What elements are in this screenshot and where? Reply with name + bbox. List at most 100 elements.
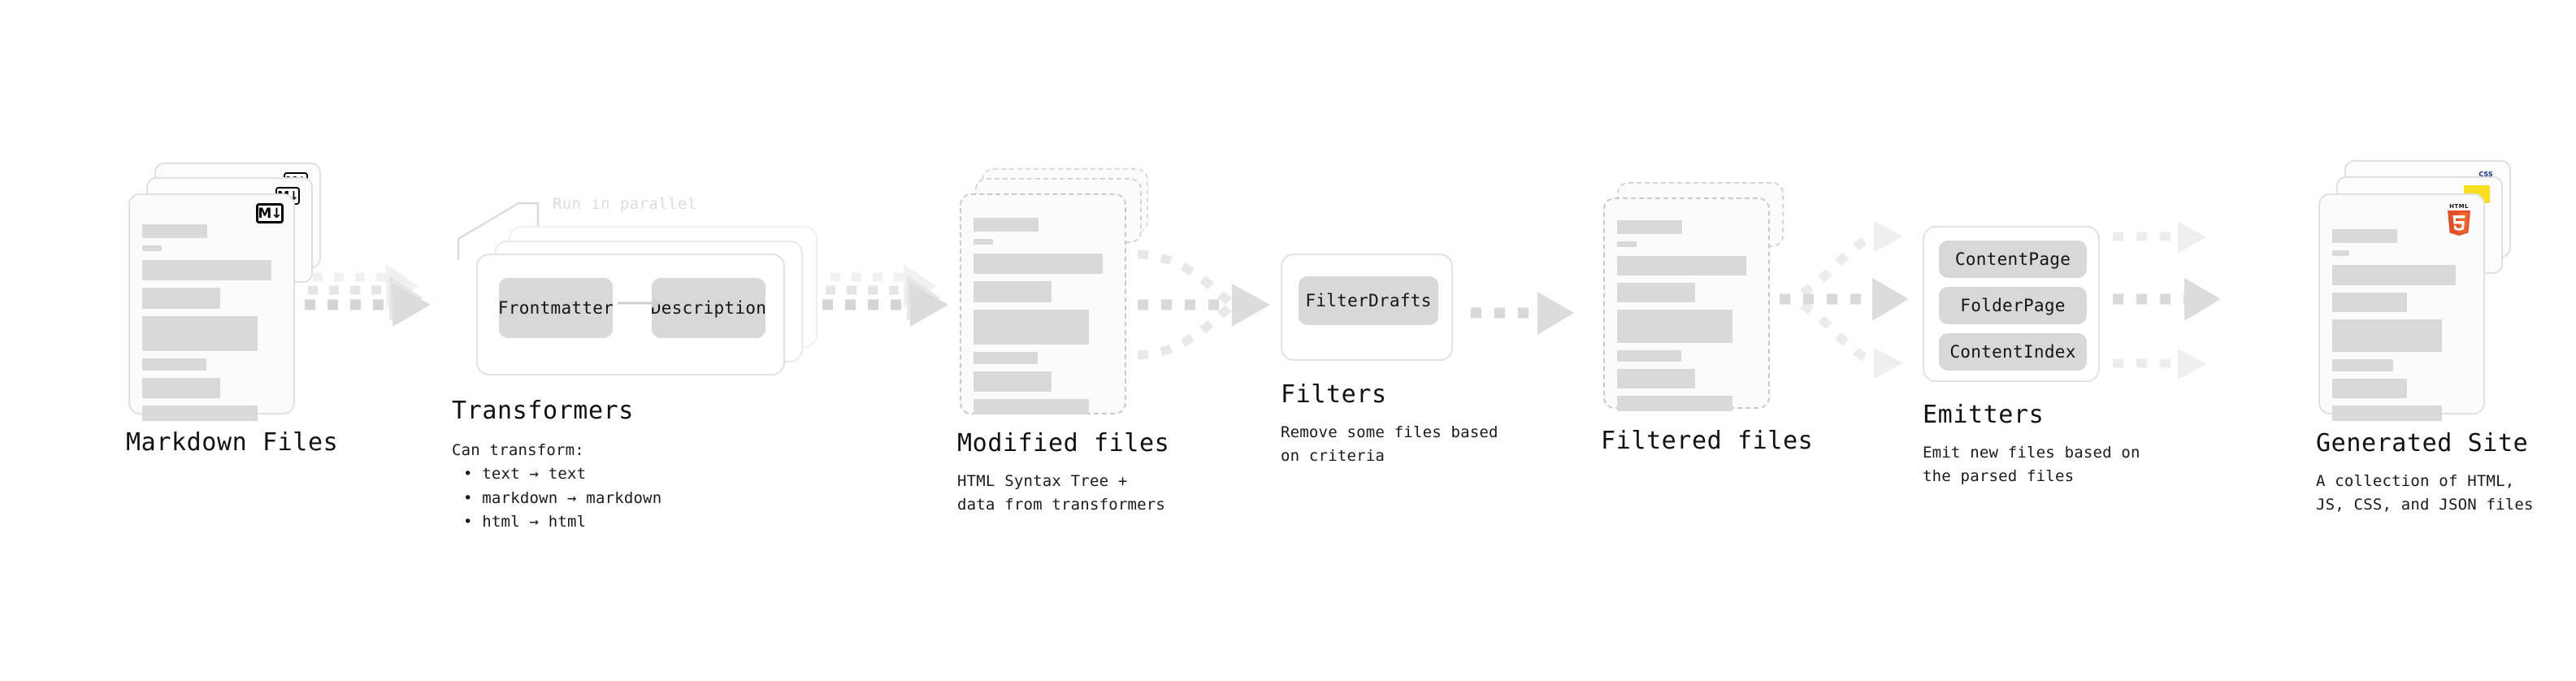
doc-bar	[974, 371, 1052, 392]
doc-bar	[1617, 396, 1733, 411]
doc-bar	[142, 378, 220, 398]
emitters-box: ContentPage FolderPage ContentIndex	[1923, 226, 2100, 382]
arrow-emitters-to-generated-site	[2113, 222, 2221, 380]
modified-files-desc-line: data from transformers	[957, 496, 1166, 514]
markdown-badge-front: M↓	[256, 203, 284, 223]
arrow-markdown-to-transformers	[305, 264, 431, 327]
doc-bar	[2332, 379, 2408, 398]
doc-bar	[142, 245, 162, 251]
doc-bar	[2332, 293, 2408, 312]
transformer-chip-description[interactable]: Description	[650, 278, 767, 338]
doc-bar	[2332, 359, 2394, 371]
arrow-modified-files-to-filters	[1137, 249, 1270, 360]
stage-emitters: ContentPage FolderPage ContentIndex Emit…	[1910, 0, 2235, 681]
filtered-file-card-front	[1603, 197, 1770, 411]
doc-bar	[2332, 406, 2443, 421]
doc-bar	[142, 406, 258, 421]
generated-file-card-front: HTML	[2318, 193, 2485, 421]
transformers-desc-line: • text → text	[463, 465, 587, 484]
transformer-chip-frontmatter[interactable]: Frontmatter	[497, 278, 614, 338]
chip-label-contentpage: ContentPage	[1954, 249, 2071, 269]
doc-bar	[1617, 369, 1695, 388]
filter-chip-filterdrafts[interactable]: FilterDrafts	[1299, 276, 1438, 325]
stage-modified-files: Modified files HTML Syntax Tree + data f…	[935, 0, 1276, 681]
chip-label-description: Description	[650, 298, 767, 318]
emitters-desc-line: the parsed files	[1923, 467, 2075, 486]
filters-desc-line: Remove some files based	[1281, 423, 1498, 441]
transformer-inner-arrow-front	[618, 298, 661, 308]
doc-bar	[974, 254, 1104, 274]
stage-filters: FilterDrafts Filters Remove some files b…	[1276, 0, 1585, 681]
doc-bar	[142, 288, 220, 309]
document-bars	[142, 224, 281, 428]
html5-logo-icon: HTML	[2448, 203, 2470, 236]
doc-bar	[2332, 250, 2349, 256]
arrow-filters-to-filtered-files	[1471, 292, 1574, 335]
stage-label-markdown-files: Markdown Files	[126, 428, 339, 457]
filters-box: FilterDrafts	[1281, 254, 1453, 361]
doc-bar	[1617, 241, 1637, 247]
transformers-desc-line: • html → html	[463, 513, 587, 531]
doc-bar	[974, 399, 1089, 414]
stage-label-modified-files: Modified files	[957, 429, 1170, 458]
doc-bar	[142, 316, 258, 351]
stage-markdown-files: M↓ M↓ M↓ Markdown Fil	[0, 0, 374, 681]
doc-bar	[2332, 229, 2398, 243]
doc-bar	[142, 260, 272, 280]
markdown-file-card-front: M↓	[128, 193, 295, 421]
doc-bar	[2332, 265, 2457, 285]
doc-bar	[974, 352, 1038, 364]
doc-bar	[2332, 319, 2443, 352]
transformer-box-front: Frontmatter Description	[476, 254, 785, 375]
doc-bar	[142, 358, 206, 371]
stage-label-generated-site: Generated Site	[2316, 429, 2529, 458]
doc-bar	[1617, 350, 1681, 362]
emitter-chip-folderpage[interactable]: FolderPage	[1939, 287, 2087, 324]
document-bars	[974, 218, 1112, 422]
transformers-desc-line: Can transform:	[452, 441, 584, 459]
generated-site-desc-line: A collection of HTML,	[2316, 472, 2515, 490]
chip-label-frontmatter: Frontmatter	[497, 298, 614, 318]
stage-label-emitters: Emitters	[1923, 401, 2045, 429]
stage-transformers: Run in parallel Frontmatter Description …	[423, 0, 878, 681]
markdown-badge-text: M↓	[258, 205, 282, 222]
emitters-desc-line: Emit new files based on	[1923, 444, 2140, 462]
emitter-chip-contentindex[interactable]: ContentIndex	[1939, 333, 2087, 371]
run-in-parallel-label: Run in parallel	[553, 195, 697, 213]
transformers-description: Can transform: • text → text • markdown …	[452, 439, 661, 535]
generated-site-description: A collection of HTML, JS, CSS, and JSON …	[2316, 470, 2534, 518]
run-in-parallel-bracket	[457, 202, 540, 260]
arrow-transformers-to-modified-files	[822, 264, 948, 327]
doc-bar	[1617, 256, 1747, 275]
doc-bar	[974, 239, 993, 245]
emitter-chip-contentpage[interactable]: ContentPage	[1939, 241, 2087, 278]
filters-description: Remove some files based on criteria	[1281, 421, 1498, 469]
stage-label-transformers: Transformers	[452, 397, 634, 425]
doc-bar	[974, 310, 1089, 345]
document-bars	[2332, 229, 2471, 428]
stage-generated-site: CSS HTML	[2227, 0, 2576, 681]
modified-files-desc-line: HTML Syntax Tree +	[957, 472, 1128, 490]
stage-label-filters: Filters	[1281, 380, 1387, 409]
chip-label-filterdrafts: FilterDrafts	[1305, 291, 1432, 310]
document-bars	[1617, 220, 1756, 419]
transformers-desc-line: • markdown → markdown	[463, 488, 662, 507]
doc-bar	[1617, 220, 1683, 234]
doc-bar	[1617, 283, 1695, 302]
doc-bar	[974, 281, 1052, 302]
chip-label-folderpage: FolderPage	[1960, 296, 2066, 315]
generated-site-desc-line: JS, CSS, and JSON files	[2316, 496, 2534, 514]
stage-label-filtered-files: Filtered files	[1601, 427, 1814, 455]
modified-file-card-front	[960, 193, 1126, 414]
modified-files-description: HTML Syntax Tree + data from transformer…	[957, 470, 1165, 518]
emitters-description: Emit new files based on the parsed files	[1923, 441, 2140, 489]
svg-text:HTML: HTML	[2449, 203, 2469, 210]
filters-desc-line: on criteria	[1281, 447, 1386, 466]
svg-text:CSS: CSS	[2478, 171, 2492, 178]
chip-label-contentindex: ContentIndex	[1949, 342, 2076, 362]
arrow-filtered-files-to-emitters	[1779, 221, 1909, 379]
doc-bar	[1617, 310, 1733, 343]
doc-bar	[974, 218, 1039, 232]
stage-filtered-files: Filtered files	[1576, 0, 1902, 681]
